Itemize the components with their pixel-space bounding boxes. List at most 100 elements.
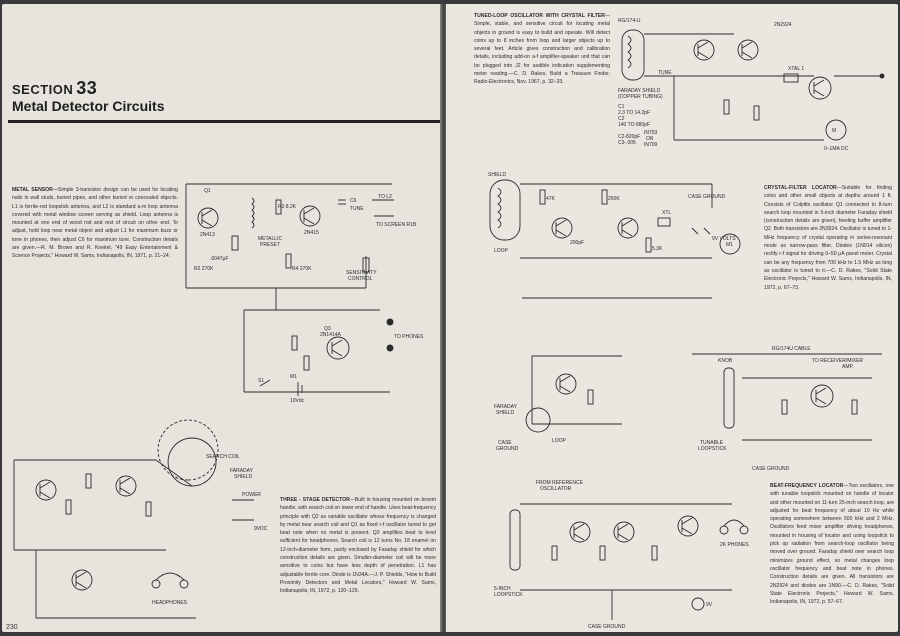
label-knob: KNOB (718, 358, 733, 364)
label-ground-bf: GROUND (496, 446, 519, 452)
section-title: Metal Detector Circuits (12, 98, 165, 114)
label-m1-cf: M1 (726, 242, 733, 248)
label-faraday-bf: FARADAY (494, 404, 518, 410)
label-q2: 2N415 (304, 230, 319, 236)
beat-frequency-description: BEAT-FREQUENCY LOCATOR—Two oscillators, … (770, 482, 894, 606)
label-metallic: METALLIC (258, 236, 282, 242)
label-case-ground-2: CASE GROUND (752, 466, 790, 472)
label-to-l2: TO L2 (378, 194, 392, 200)
label-power: POWER (242, 492, 261, 498)
label-to-phones: TO PHONES (394, 334, 424, 340)
label-9v-bf: 9V (706, 602, 713, 608)
label-headphones: HEADPHONES (152, 600, 188, 606)
label-s1: S1 (258, 378, 264, 384)
label-m1: M1 (290, 374, 297, 380)
label-47k: 47K (546, 196, 556, 202)
beat-frequency-text: —Two oscillators, one with tunable loops… (770, 483, 895, 606)
label-sensitivity: SENSITIVITY (346, 270, 377, 276)
label-in709: IN709 (644, 142, 658, 148)
label-case-ground: CASE GROUND (688, 194, 726, 200)
label-xtal: XTAL 1 (788, 66, 804, 72)
label-case-bf: CASE (498, 440, 512, 446)
label-53k: 5.3K (652, 246, 663, 252)
label-or: OR (646, 136, 654, 142)
metal-sensor-description: METAL SENSOR—Simple 3-transistor design … (12, 186, 178, 261)
label-loopstick: LOOPSTICK (698, 446, 727, 452)
label-c3: C3-.005 (618, 140, 636, 146)
three-stage-schematic: SEARCH COIL FARADAY SHIELD POWER 9VDC HE… (13, 419, 268, 619)
label-shield-bf: SHIELD (496, 410, 514, 416)
label-loopstick-2: LOOPSTICK (494, 592, 523, 598)
metal-sensor-text: —Simple 3-transistor design can be used … (12, 187, 179, 260)
label-2n2924: 2N2924 (774, 22, 792, 28)
page-number: 230 (6, 624, 18, 631)
label-c6: C6 (350, 198, 357, 204)
label-m-meter: M (832, 128, 836, 134)
crystal-filter-text: —Suitable for finding coins and other sm… (764, 185, 892, 291)
beat-frequency-schematic-lower: FROM REFERENCE OSCILLATOR 2K PHONES 5-IN… (494, 480, 749, 630)
label-tune: TUNE (350, 206, 364, 212)
label-search-coil: SEARCH COIL (206, 454, 240, 460)
label-9v: 9V VOLTS (712, 236, 736, 242)
label-q1-type: 2N413 (200, 232, 215, 238)
label-to-screen: TO SCREEN R1B (376, 222, 417, 228)
book-gutter (440, 4, 448, 632)
label-c2-820: C2-820pF (618, 134, 640, 140)
beat-frequency-heading: BEAT-FREQUENCY LOCATOR (770, 483, 844, 489)
label-loop-bf: LOOP (552, 438, 567, 444)
label-loop-cf: LOOP (494, 248, 509, 254)
crystal-filter-heading: CRYSTAL-FILTER LOCATOR (764, 185, 837, 191)
label-200pf: 200pF (570, 240, 584, 246)
label-q1: Q1 (204, 188, 211, 194)
crystal-filter-schematic: M1 SHIELD LOOP CASE GROUND 9V VOLTS XTL … (488, 172, 741, 299)
label-rg174: RG/174-U (618, 18, 641, 24)
crystal-filter-description: CRYSTAL-FILTER LOCATOR—Suitable for find… (764, 184, 892, 292)
label-c1: C1 (618, 104, 625, 110)
label-from-reference: FROM REFERENCE (536, 480, 584, 486)
tuned-loop-description: TUNED-LOOP OSCILLATOR WITH CRYSTAL FILTE… (474, 12, 610, 87)
label-270k: R2 270K (194, 266, 214, 272)
label-faraday: FARADAY (230, 468, 254, 474)
label-0047: .0047μF (210, 256, 228, 262)
label-case-ground-3: CASE GROUND (588, 624, 626, 630)
label-shield-cf: SHIELD (488, 172, 506, 178)
label-xtl: XTL (662, 210, 671, 216)
section-rule (8, 120, 442, 123)
metal-sensor-heading: METAL SENSOR (12, 187, 53, 193)
label-5inch: 5-INCH (494, 586, 511, 592)
label-82k: R3 8.2K (278, 204, 297, 210)
label-preset: PRESET (260, 242, 280, 248)
label-copper: (COPPER TUBING) (618, 94, 663, 100)
beat-frequency-schematic-upper: FARADAY SHIELD LOOP CASE GROUND RG/174U … (494, 346, 882, 472)
label-tunable: TUNABLE (700, 440, 724, 446)
label-2k-phones: 2K PHONES (720, 542, 749, 548)
label-tune-right: TUNE (658, 70, 672, 76)
label-r4: R4 270K (292, 266, 312, 272)
label-m1-range: 0–1MA DC (824, 146, 849, 152)
label-250k: 250K (608, 196, 620, 202)
label-faraday-shield: FARADAY SHIELD (618, 88, 661, 94)
three-stage-heading: THREE - STAGE DETECTOR (280, 497, 350, 503)
label-c2-range: 140 TO 680pF (618, 122, 650, 128)
tuned-loop-text: —Simple, stable, and sensitive circuit f… (474, 13, 610, 86)
label-c1-range: 2.3 TO 14.2pF (618, 110, 650, 116)
section-number: 33 (76, 78, 98, 98)
label-9vdc: 9VDC (254, 526, 268, 532)
label-shield: SHIELD (234, 474, 252, 480)
label-q3: Q3 (324, 326, 331, 332)
three-stage-text: —Built in housing mounted on broom handl… (280, 497, 436, 595)
label-q3-type: 2N1414A (320, 332, 342, 338)
metal-sensor-schematic: Q1 2N413 2N415 METALLIC PRESET C6 TUNE T… (185, 183, 424, 404)
label-oscillator: OSCILLATOR (540, 486, 572, 492)
section-word: SECTION (12, 82, 74, 97)
tuned-loop-schematic: RG/174-U M 2N2924 TUNE XTAL 1 FARADAY SH… (618, 18, 885, 152)
label-c2: C2 (618, 116, 625, 122)
label-amp: AMP. (842, 364, 854, 370)
label-to-receiver: TO RECEIVER/MIXER (812, 358, 863, 364)
right-page: TUNED-LOOP OSCILLATOR WITH CRYSTAL FILTE… (446, 4, 898, 632)
label-rg174-cable: RG/174U CABLE (772, 346, 811, 352)
label-in753: IN753 (644, 130, 658, 136)
three-stage-description: THREE - STAGE DETECTOR—Built in housing … (280, 496, 436, 596)
